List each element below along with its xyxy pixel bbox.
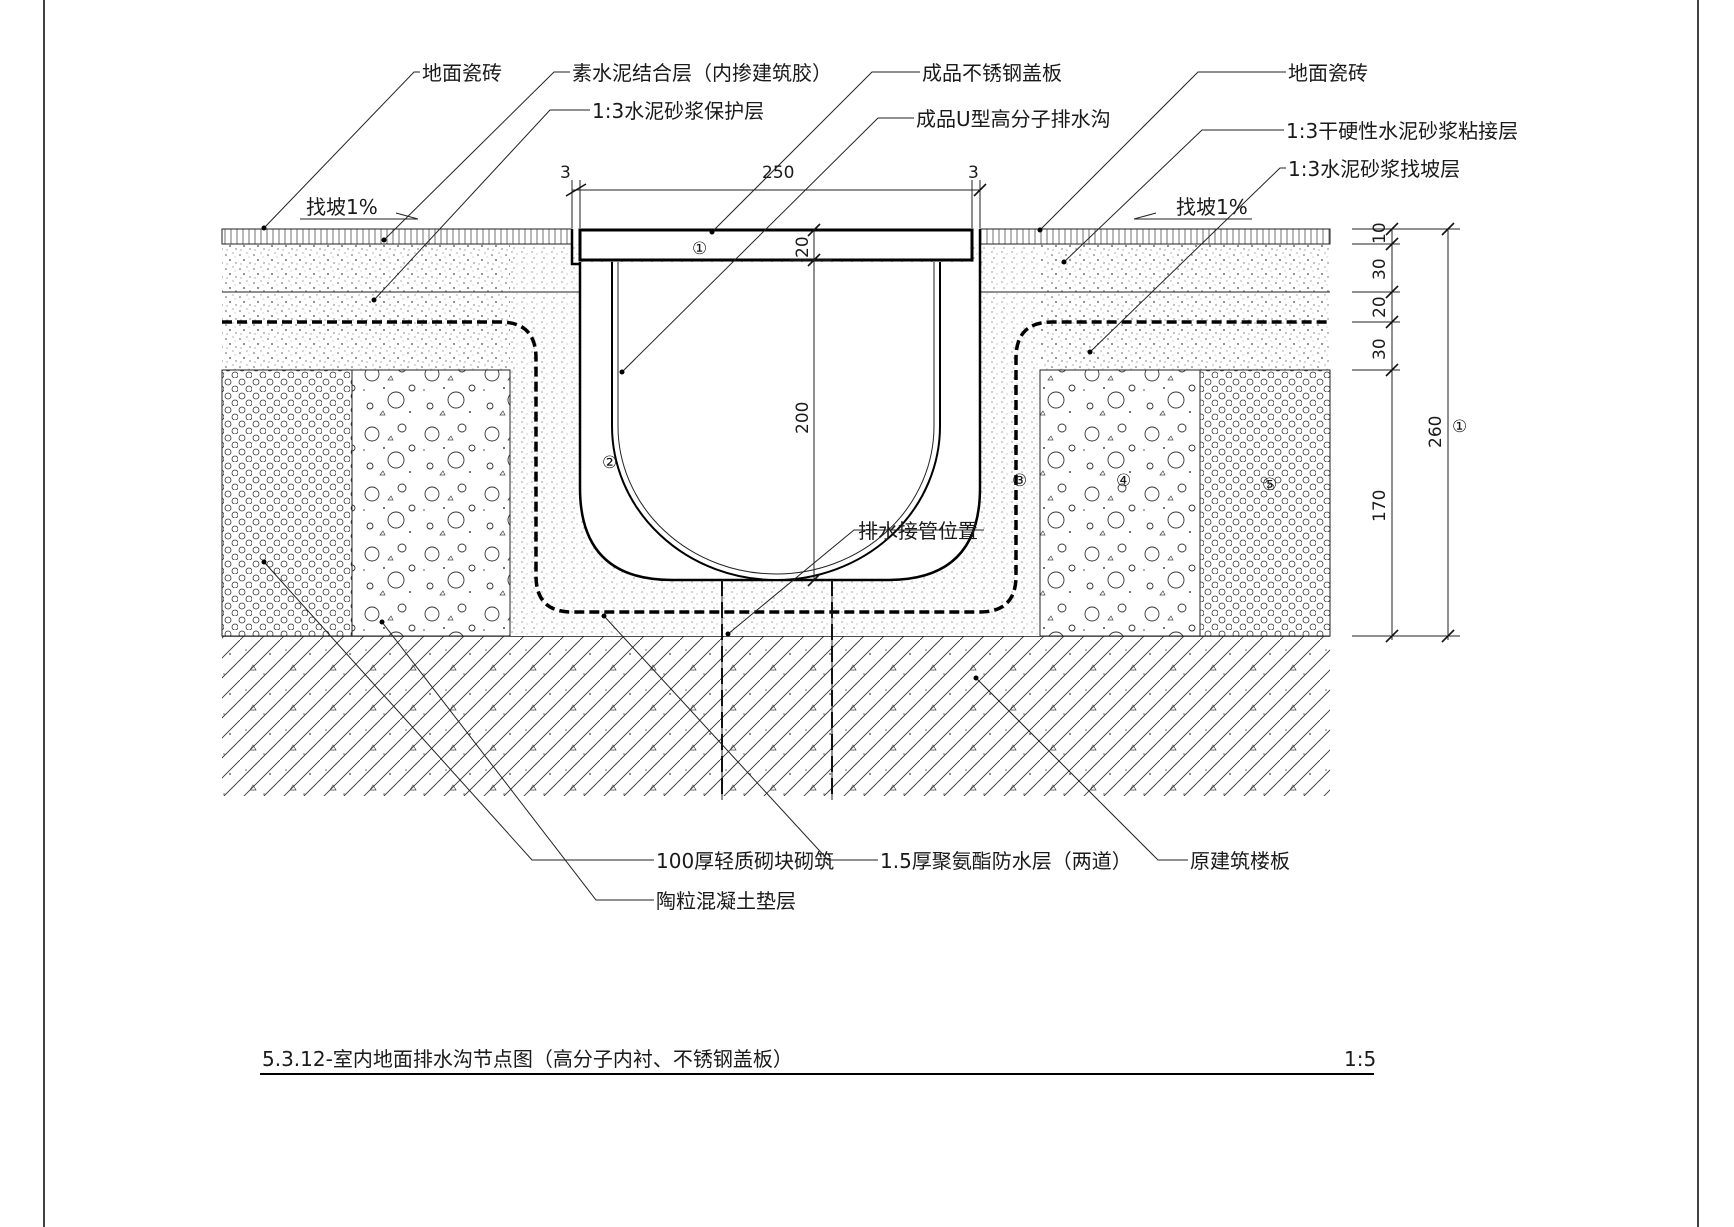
leader-slope-mortar: 1:3水泥砂浆找坡层	[1087, 157, 1460, 355]
slope-left-label: 找坡1%	[306, 195, 378, 219]
marker-1: ①	[692, 239, 707, 259]
waterproof-layer	[222, 320, 1330, 614]
dim-row-30b: 30	[1370, 338, 1390, 360]
marker-2: ②	[602, 453, 617, 473]
marker-total: ①	[1452, 417, 1467, 437]
leader-u-channel: 成品U型高分子排水沟	[619, 107, 1111, 375]
dim-row-170: 170	[1370, 490, 1390, 522]
leader-block-masonry: 100厚轻质砌块砌筑	[261, 559, 834, 873]
slope-right-label: 找坡1%	[1176, 195, 1248, 219]
leader-floor-slab: 原建筑楼板	[973, 675, 1290, 873]
dim-cover-20: 20	[793, 236, 813, 258]
label-ceramsite: 陶粒混凝土垫层	[656, 889, 796, 913]
dim-right-chain: 10 30 20 30 170 260 ①	[1352, 222, 1467, 643]
label-waterproof: 1.5厚聚氨酯防水层（两道）	[880, 849, 1132, 873]
drawing-scale: 1:5	[1344, 1047, 1376, 1071]
label-floor-tile-left: 地面瓷砖	[422, 61, 502, 85]
drawing-title-block: 5.3.12-室内地面排水沟节点图（高分子内衬、不锈钢盖板） 1:5	[260, 1047, 1376, 1075]
leader-waterproof: 1.5厚聚氨酯防水层（两道）	[601, 613, 1132, 873]
leader-ceramsite: 陶粒混凝土垫层	[379, 619, 796, 913]
leader-mortar-protect: 1:3水泥砂浆保护层	[371, 99, 764, 303]
dim-row-30a: 30	[1370, 258, 1390, 280]
drawing-title: 5.3.12-室内地面排水沟节点图（高分子内衬、不锈钢盖板）	[262, 1047, 793, 1071]
label-mortar-protect: 1:3水泥砂浆保护层	[592, 99, 764, 123]
leader-ss-cover: 成品不锈钢盖板	[709, 61, 1062, 235]
dim-row-10: 10	[1370, 222, 1390, 244]
u-channel-inner	[611, 262, 941, 581]
block-masonry-right	[1200, 370, 1330, 636]
label-drain-pipe: 排水接管位置	[858, 519, 978, 543]
dim-depth-200: 200	[793, 402, 813, 434]
block-masonry-left	[222, 370, 352, 636]
dim-gap-left: 3	[560, 163, 571, 183]
ceramsite-concrete-right	[1040, 370, 1200, 636]
floor-tile-left	[221, 228, 573, 245]
floor-slab-hatch	[222, 636, 1330, 796]
label-floor-slab: 原建筑楼板	[1190, 849, 1290, 873]
marker-5: ⑤	[1262, 475, 1277, 495]
leader-dry-mortar: 1:3干硬性水泥砂浆粘接层	[1061, 119, 1518, 265]
leader-floor-tile-right: 地面瓷砖	[1037, 61, 1368, 233]
stainless-cover	[578, 228, 974, 262]
leader-cement-bond: 素水泥结合层（内掺建筑胶）	[381, 61, 832, 243]
label-dry-mortar: 1:3干硬性水泥砂浆粘接层	[1286, 119, 1518, 143]
marker-3: ③	[1012, 471, 1027, 491]
label-block-masonry: 100厚轻质砌块砌筑	[656, 849, 834, 873]
ceramsite-concrete-left	[352, 370, 510, 636]
label-ss-cover: 成品不锈钢盖板	[922, 61, 1062, 85]
floor-tile-right	[979, 228, 1331, 245]
slope-indicator-left: 找坡1%	[300, 195, 419, 220]
label-slope-mortar: 1:3水泥砂浆找坡层	[1288, 157, 1460, 181]
dim-depth: 20 200	[790, 223, 832, 587]
leader-drain-pipe: 排水接管位置	[725, 519, 984, 637]
label-u-channel: 成品U型高分子排水沟	[916, 107, 1111, 131]
dim-width-250: 250	[762, 163, 794, 183]
dim-total-260: 260	[1426, 416, 1446, 448]
dim-gap-right: 3	[968, 163, 979, 183]
label-cement-bond: 素水泥结合层（内掺建筑胶）	[572, 61, 832, 85]
marker-4: ④	[1116, 471, 1131, 491]
slope-indicator-right: 找坡1%	[1133, 195, 1252, 220]
dim-row-20: 20	[1370, 296, 1390, 318]
leader-floor-tile-left: 地面瓷砖	[261, 61, 502, 231]
label-floor-tile-right: 地面瓷砖	[1288, 61, 1368, 85]
dim-width: 3 250 3	[560, 163, 987, 228]
